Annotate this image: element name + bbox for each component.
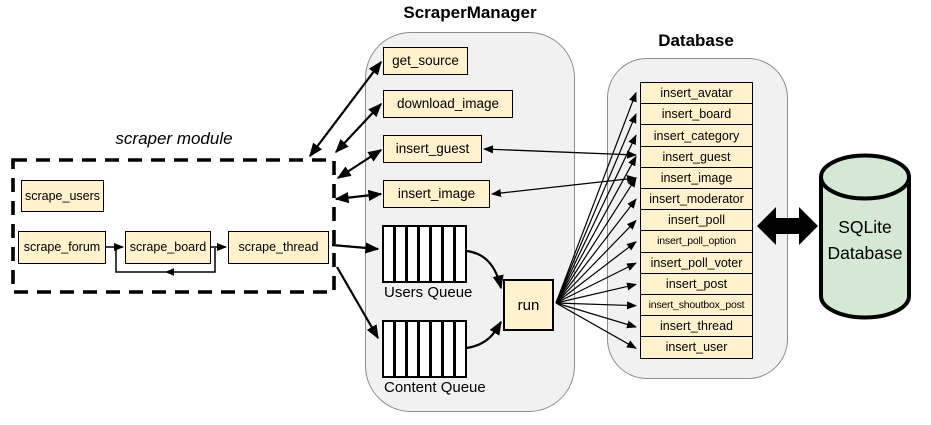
queue-slot (455, 322, 465, 376)
queue-slot (419, 227, 430, 281)
edge-insert_guest-bidirectional (483, 145, 637, 159)
edge-content-queue-to-run (466, 320, 502, 350)
queue-slot (407, 322, 418, 376)
queue-slot (443, 227, 454, 281)
users-queue-icon (382, 225, 467, 283)
database-method-box-insert_guest: insert_guest (640, 145, 753, 169)
edge-module-insert_guest (336, 149, 383, 179)
edge-run-to-insert_poll_option (555, 241, 637, 304)
scraper-module-boundary (11, 158, 336, 294)
edge-module-insert_image (334, 189, 383, 204)
edge-run-to-insert_poll (555, 219, 637, 304)
edge-run-to-insert_moderator (555, 198, 637, 304)
queue-slot (384, 322, 394, 376)
edge-run-to-insert_poll_voter (555, 262, 637, 304)
queue-slot (384, 227, 394, 281)
edge-run-fan-group (555, 91, 637, 349)
sqlite-cylinder: SQLite Database (819, 153, 911, 320)
manager-method-box-get_source: get_source (383, 47, 468, 75)
manager-method-box-insert_guest: insert_guest (383, 135, 482, 163)
database-title: Database (658, 31, 734, 50)
database-method-box-insert_poll_voter: insert_poll_voter (640, 251, 753, 275)
module-box-scrape_thread: scrape_thread (228, 231, 329, 264)
edge-thread-to-users-queue (331, 242, 380, 254)
edge-run-to-insert_guest (555, 155, 637, 304)
database-method-box-insert_user: insert_user (640, 336, 753, 360)
database-method-box-insert_post: insert_post (640, 272, 753, 296)
queue-slot (395, 227, 406, 281)
queue-slot (419, 322, 430, 376)
database-method-box-insert_thread: insert_thread (640, 315, 753, 338)
scraper-module-label: scraper module (115, 129, 233, 148)
database-method-box-insert_moderator: insert_moderator (640, 187, 753, 211)
edge-run-to-insert_post (555, 282, 637, 304)
database-method-box-insert_avatar: insert_avatar (640, 82, 753, 105)
edge-run-to-insert_user (555, 302, 637, 349)
edge-board-loop-arrowhead (165, 268, 174, 276)
manager-method-box-download_image: download_image (383, 90, 513, 118)
database-method-box-insert_poll: insert_poll (640, 209, 753, 232)
sqlite-label-line2: Database (828, 243, 903, 263)
manager-method-box-insert_image: insert_image (383, 180, 490, 208)
content-queue-icon (382, 320, 467, 378)
module-box-scrape_users: scrape_users (21, 180, 104, 212)
database-method-box-insert_category: insert_category (640, 124, 753, 148)
database-sqlite-thick-arrow (757, 207, 818, 245)
edge-run-to-insert_board (555, 113, 637, 304)
queue-slot (431, 227, 442, 281)
queue-slot (395, 322, 406, 376)
run-method-box: run (503, 279, 554, 331)
edge-module-to-content-queue (336, 266, 379, 340)
edge-run-to-insert_thread (555, 302, 637, 329)
module-box-scrape_forum: scrape_forum (18, 231, 106, 264)
edge-run-to-insert_shoutbox_post (555, 301, 637, 310)
edge-users-queue-to-run (466, 249, 504, 290)
edge-module-download_image (335, 102, 382, 154)
module-box-scrape_board: scrape_board (125, 231, 211, 264)
edge-run-to-insert_avatar (555, 91, 637, 304)
queue-slot (443, 322, 454, 376)
database-method-box-insert_image: insert_image (640, 166, 753, 190)
database-method-box-insert_poll_option: insert_poll_option (640, 230, 753, 254)
content-queue-label: Content Queue (384, 379, 486, 396)
edge-insert_image-bidirectional (491, 175, 637, 197)
queue-slot (431, 322, 442, 376)
database-method-box-insert_shoutbox_post: insert_shoutbox_post (640, 293, 753, 317)
queue-slot (407, 227, 418, 281)
users-queue-label: Users Queue (384, 284, 473, 301)
edge-run-to-insert_image (555, 177, 637, 304)
scraper-manager-title: ScraperManager (403, 3, 537, 22)
queue-slot (455, 227, 465, 281)
edge-run-to-insert_category (555, 134, 637, 304)
sqlite-label-line1: SQLite (838, 217, 892, 237)
database-method-box-insert_board: insert_board (640, 103, 753, 126)
